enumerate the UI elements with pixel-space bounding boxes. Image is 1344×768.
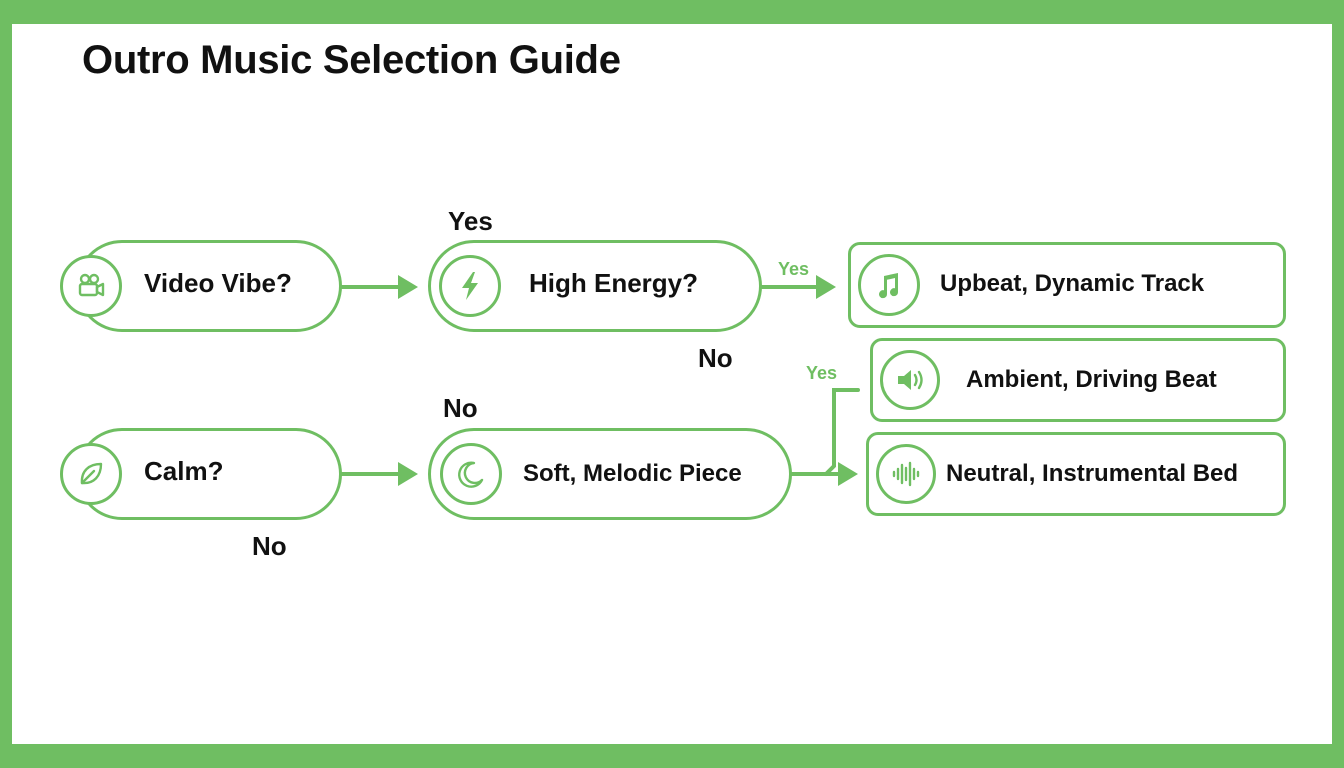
node-neutral-instrumental-bed[interactable] — [866, 432, 1286, 516]
leaf-icon — [60, 443, 122, 505]
speaker-icon — [880, 350, 940, 410]
node-label-calm: Calm? — [144, 456, 224, 486]
node-label-neutral: Neutral, Instrumental Bed — [946, 460, 1239, 487]
edge-label-no-mid: No — [443, 393, 478, 423]
video-camera-icon — [60, 255, 122, 317]
arrowhead-neutral — [838, 462, 858, 486]
node-label-soft: Soft, Melodic Piece — [523, 460, 742, 487]
sound-wave-icon — [876, 444, 936, 504]
page-title: Outro Music Selection Guide — [82, 38, 621, 82]
lightning-bolt-icon — [439, 255, 501, 317]
node-label-video-vibe: Video Vibe? — [144, 268, 292, 298]
edge-label-no-high-energy: No — [698, 343, 733, 373]
connector-to-ambient — [824, 388, 860, 476]
node-label-high-energy: High Energy? — [529, 268, 699, 298]
arrowhead-energy — [398, 275, 418, 299]
moon-icon — [440, 443, 502, 505]
edge-label-yes-top: Yes — [448, 206, 493, 236]
arrowhead-soft — [398, 462, 418, 486]
node-label-upbeat: Upbeat, Dynamic Track — [940, 270, 1205, 297]
node-label-ambient: Ambient, Driving Beat — [966, 366, 1217, 393]
arrowhead-upbeat — [816, 275, 836, 299]
node-high-energy[interactable] — [428, 240, 762, 332]
node-upbeat-dynamic-track[interactable] — [848, 242, 1286, 328]
music-note-icon — [858, 254, 920, 316]
edge-label-yes-ambient: Yes — [806, 363, 838, 383]
edge-label-yes-upbeat: Yes — [778, 259, 810, 279]
edge-label-no-calm: No — [252, 531, 287, 561]
